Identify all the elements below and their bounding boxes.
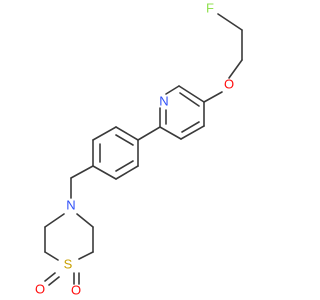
- atom-pyridine-nitrogen: N: [159, 93, 168, 108]
- bond-f-c: [217, 13, 243, 31]
- bond-pyr-c3-c4-inner: [181, 121, 200, 133]
- bond-pyr-c2-c3: [159, 126, 182, 140]
- atom-amine-nitrogen: N: [66, 197, 75, 212]
- bond-biaryl: [137, 126, 161, 141]
- bond-benz-5-6: [115, 165, 139, 180]
- atom-sulfur: S: [64, 256, 73, 271]
- bond-benz-5-6-inner: [115, 160, 134, 172]
- bond-pyr-c3-c4: [180, 125, 205, 140]
- bond-s-o-left-2: [48, 276, 60, 286]
- atom-sulfonyl-oxygen-left: O: [35, 281, 45, 296]
- bond-c-s-left: [44, 251, 59, 261]
- atom-ether-oxygen: O: [224, 76, 234, 91]
- bond-s-o-left: [44, 272, 56, 282]
- bond-n-c-left: [44, 213, 65, 228]
- bond-o-c-ring: [203, 91, 223, 103]
- bond-pyr-c5-c4-inner: [179, 92, 200, 107]
- molecule-structure: N O F N S O O: [35, 0, 243, 297]
- bond-benz-2-3: [92, 126, 117, 141]
- atom-sulfonyl-oxygen-right: O: [71, 282, 81, 297]
- bond-pyr-c4-n: [165, 85, 180, 95]
- atom-label-layer: N O F N S O O: [35, 0, 234, 297]
- bond-aryl-ch2: [70, 165, 94, 179]
- bond-s-c-right: [78, 251, 94, 260]
- atom-fluorine: F: [206, 0, 214, 15]
- bond-benz-1-2-inner: [115, 134, 134, 146]
- bond-pyr-c5-c4: [178, 85, 205, 103]
- bond-benz-1-2: [115, 126, 139, 141]
- bond-c-n-right: [76, 213, 94, 228]
- bond-benz-4-5: [92, 165, 117, 180]
- bond-layer: [44, 13, 243, 286]
- bond-c-o-chain: [228, 59, 243, 79]
